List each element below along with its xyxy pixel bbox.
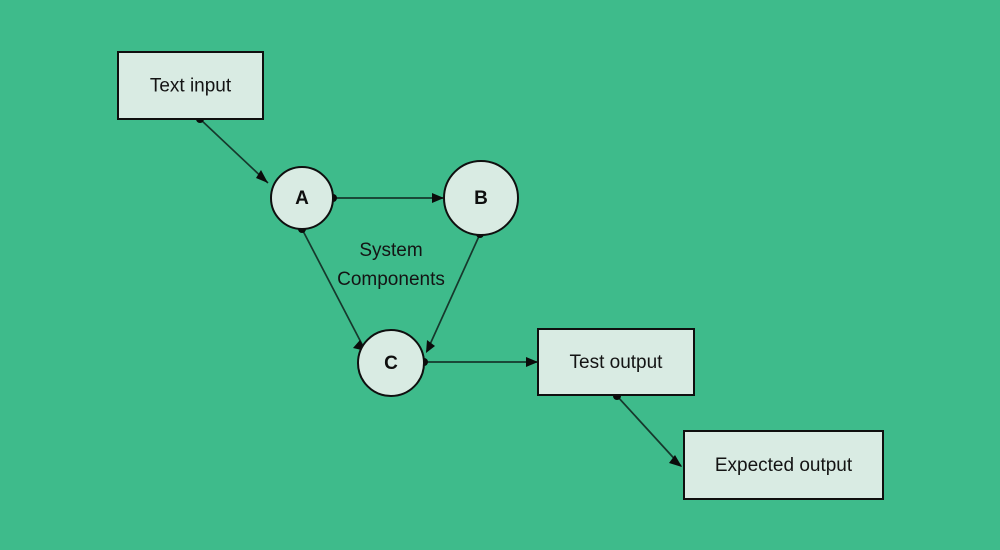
node-label: Test output (570, 352, 664, 373)
edge-line (426, 233, 481, 352)
edge-line (199, 118, 269, 184)
group-label-system-components: System Components (337, 240, 445, 290)
node-label: B (474, 188, 488, 209)
node-label: C (384, 353, 398, 374)
node-label: Text input (150, 76, 232, 97)
edge-a-to-b[interactable] (329, 193, 444, 203)
node-a[interactable]: A (270, 166, 334, 230)
node-shape-circle (270, 166, 334, 230)
node-shape-circle (357, 329, 425, 397)
edge-arrowhead (426, 340, 435, 353)
group-label-line-1: System (359, 240, 422, 261)
node-test-output[interactable]: Test output (537, 328, 695, 396)
node-text-input[interactable]: Text input (117, 51, 264, 120)
edge-layer (196, 115, 682, 467)
node-label: A (295, 188, 309, 209)
edge-b-to-c[interactable] (426, 230, 484, 353)
node-shape-rect (117, 51, 264, 120)
node-layer: Text input A B C Test output (117, 51, 884, 500)
node-shape-rect (683, 430, 884, 500)
group-label-line-2: Components (337, 269, 445, 290)
edge-line (301, 228, 366, 351)
edge-arrowhead (256, 170, 268, 183)
node-shape-circle (443, 160, 519, 236)
node-b[interactable]: B (443, 160, 519, 236)
node-label: Expected output (715, 455, 853, 476)
edge-text-input-to-a[interactable] (196, 115, 269, 184)
node-shape-rect (537, 328, 695, 396)
edge-arrowhead (526, 357, 538, 367)
node-c[interactable]: C (357, 329, 425, 397)
edge-arrowhead (432, 193, 444, 203)
edge-line (616, 395, 682, 467)
edge-test-output-to-expected-output[interactable] (613, 392, 682, 467)
edge-c-to-test-output[interactable] (420, 357, 538, 367)
edge-arrowhead (669, 455, 682, 467)
node-expected-output[interactable]: Expected output (683, 430, 884, 500)
